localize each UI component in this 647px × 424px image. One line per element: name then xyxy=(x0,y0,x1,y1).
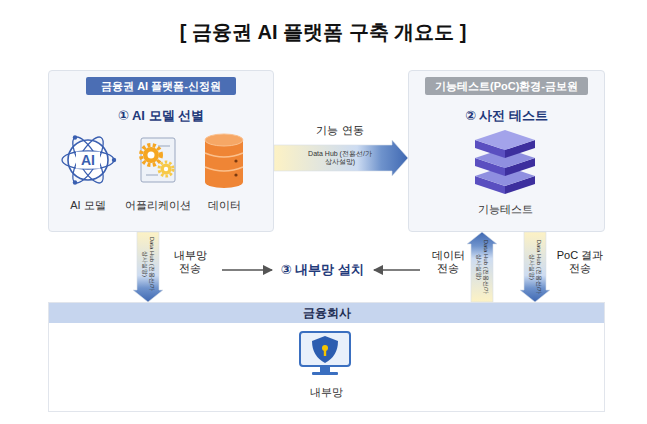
band-title: 금융회사 xyxy=(49,303,604,323)
block-arrow xyxy=(520,232,550,302)
label-anchor: Data Hub (전용선/가상사설망) xyxy=(528,238,542,296)
panel-header: 금융권 AI 플랫폼-신정원 xyxy=(86,77,236,95)
flow-arrow xyxy=(222,269,272,271)
cylinder-top xyxy=(205,134,243,146)
title: [ 금융권 AI 플랫폼 구축 개요도 ] xyxy=(180,19,467,46)
step-heading: ② 사전 테스트 xyxy=(409,107,604,125)
icon-caption: 내부망 xyxy=(49,385,604,400)
flow-arrow xyxy=(374,269,420,271)
gear xyxy=(143,147,159,163)
cylinder-ring xyxy=(205,153,243,157)
doc-line xyxy=(158,145,170,147)
ai-orbit xyxy=(62,151,114,169)
edge-label: 내부망 전송 xyxy=(170,249,210,275)
document xyxy=(141,138,175,182)
block-arrow xyxy=(467,232,497,302)
ai-orbit xyxy=(67,133,109,187)
keyhole xyxy=(324,349,326,356)
monitor-stand xyxy=(312,372,338,375)
edge-label: PoC 결과 전송 xyxy=(554,249,606,275)
block-arrow xyxy=(133,232,163,302)
edge-label-anchor: 내부망 전송 xyxy=(170,249,210,275)
edge-label-anchor: PoC 결과 전송 xyxy=(554,249,606,275)
icon-caption: 어플리케이션 xyxy=(123,199,193,212)
database-icon xyxy=(205,134,243,188)
icon-caption: 기능테스트 xyxy=(470,203,540,216)
label-anchor: 어플리케이션 xyxy=(123,199,193,212)
led xyxy=(234,159,237,162)
monitor-screen xyxy=(300,332,350,366)
channel-label: Data Hub (전용선/가상사설망) xyxy=(307,150,373,166)
gear-teeth xyxy=(159,162,173,176)
channel-label: Data Hub (전용선/가상사설망) xyxy=(475,238,489,296)
icon-caption: 데이터 xyxy=(199,199,249,212)
ai-circle xyxy=(68,140,108,180)
monitor-icon xyxy=(300,332,350,375)
gear-hole xyxy=(164,167,168,171)
label-anchor: 데이터 xyxy=(199,199,249,212)
ai-dot xyxy=(73,135,77,139)
ai-dot xyxy=(73,180,77,184)
step-heading: ③ 내부망 설치 xyxy=(272,262,372,278)
ai-icon xyxy=(62,133,116,187)
shield xyxy=(312,336,338,363)
gear-teeth xyxy=(141,145,161,165)
icon-caption: AI 모델 xyxy=(58,199,118,212)
doc-line xyxy=(146,174,158,176)
edge-label: 기능 연동 xyxy=(300,124,380,137)
edge-label-anchor: 데이터 전송 xyxy=(428,249,468,275)
label-anchor: AI 모델 xyxy=(58,199,118,212)
cylinder-ring xyxy=(205,167,243,171)
led xyxy=(234,173,237,176)
server-icon xyxy=(475,130,535,194)
step-heading: ① AI 모델 선별 xyxy=(49,107,273,125)
channel-label: Data Hub (전용선/가상사설망) xyxy=(528,238,542,296)
label-anchor: ③ 내부망 설치 xyxy=(272,262,372,278)
label-anchor: 기능테스트 xyxy=(470,203,540,216)
label-anchor: AI xyxy=(76,152,100,169)
monitor-neck xyxy=(320,366,330,372)
icon-text: AI xyxy=(76,152,100,169)
label-anchor: Data Hub (전용선/가상사설망) xyxy=(307,150,373,166)
title-anchor: [ 금융권 AI 플랫폼 구축 개요도 ] xyxy=(180,19,467,46)
application-icon xyxy=(141,138,175,182)
block-arrow xyxy=(274,140,408,176)
gear xyxy=(161,164,172,175)
panel-header: 기능테스트(PoC)환경-금보원 xyxy=(425,77,588,95)
channel-label: Data Hub (전용선/가상사설망) xyxy=(141,235,155,293)
slab-top xyxy=(475,130,535,150)
label-anchor: Data Hub (전용선/가상사설망) xyxy=(141,235,155,293)
cylinder-bottom xyxy=(205,176,243,188)
edge-label-anchor: 기능 연동 xyxy=(300,124,380,137)
ai-dot xyxy=(112,158,116,162)
ai-orbit xyxy=(67,133,109,187)
gear-hole xyxy=(148,152,155,159)
edge-label: 데이터 전송 xyxy=(428,249,468,275)
label-anchor: Data Hub (전용선/가상사설망) xyxy=(475,238,489,296)
